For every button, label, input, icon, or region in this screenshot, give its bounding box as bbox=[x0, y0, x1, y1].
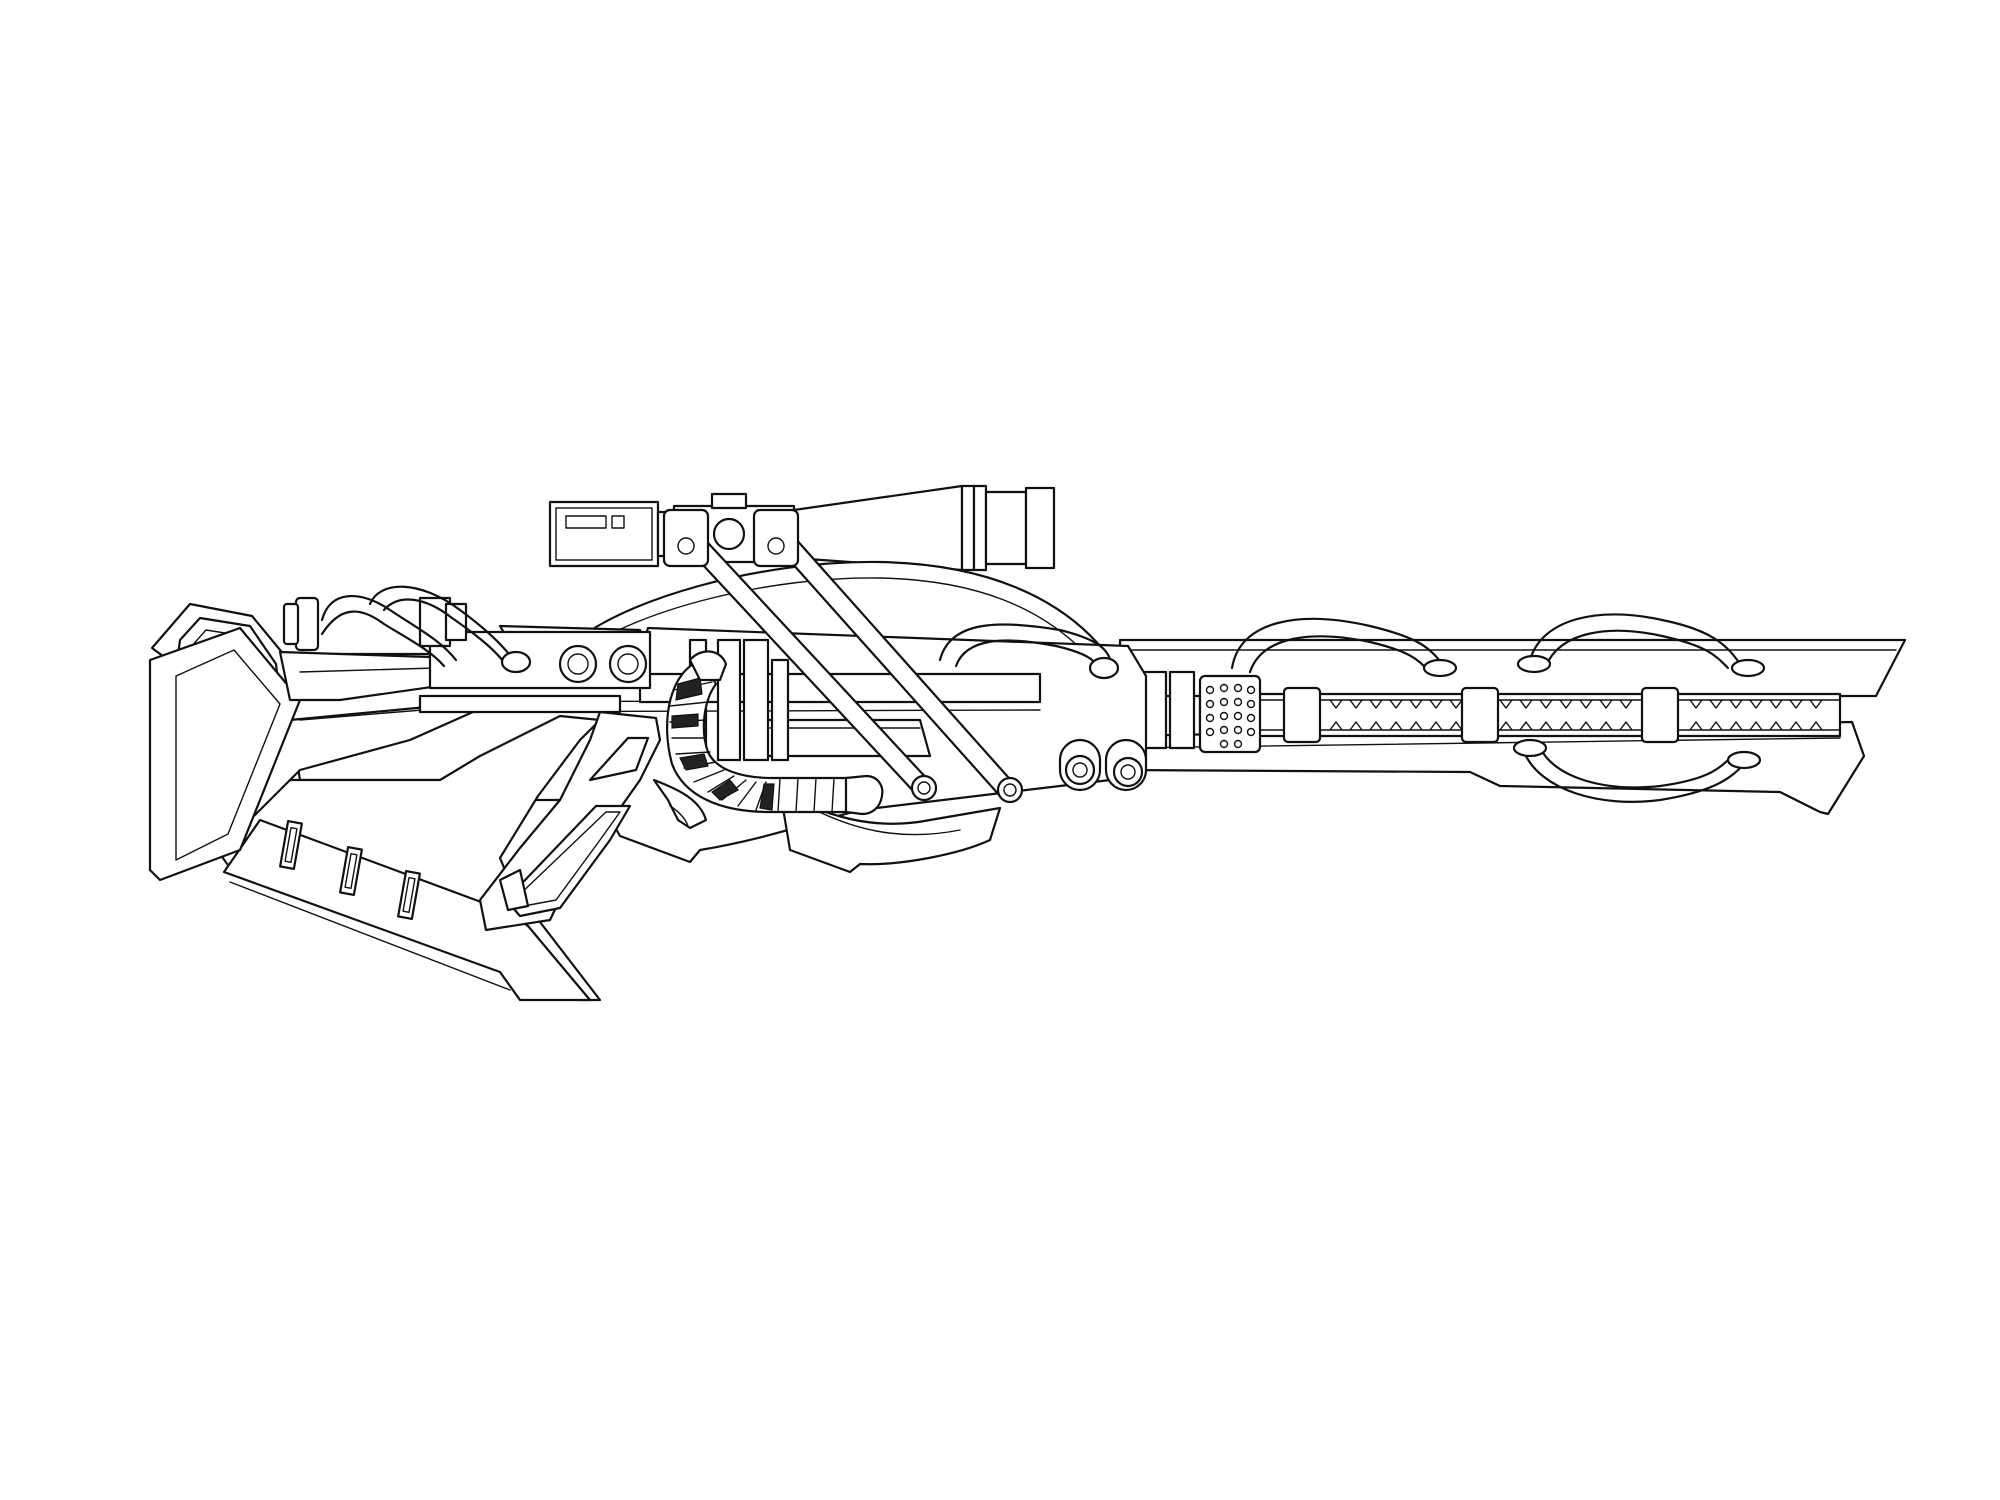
stock-slots bbox=[279, 820, 421, 920]
hose-dark-band-5 bbox=[759, 783, 775, 811]
scope-objective-cap bbox=[1024, 486, 1056, 570]
hose-top-cap bbox=[688, 650, 728, 682]
hose-top-1b bbox=[1248, 635, 1432, 674]
roller-2-face bbox=[1112, 756, 1144, 788]
rear-lower-bar bbox=[418, 694, 622, 714]
scope-ring-1 bbox=[960, 484, 976, 572]
hose-top-2-port-a bbox=[1516, 654, 1552, 674]
rear-cylinder-1 bbox=[294, 596, 320, 652]
scope-rear-button bbox=[611, 515, 625, 529]
center-plate-3 bbox=[742, 638, 770, 762]
segmented-hose bbox=[666, 650, 884, 816]
barrel-collar-1 bbox=[1282, 686, 1322, 744]
front-rollers bbox=[938, 623, 1148, 792]
front-hose-a bbox=[938, 623, 1114, 670]
hose-end-cap bbox=[844, 774, 884, 816]
hose-top-2-port-b bbox=[1730, 658, 1766, 678]
hose-bottom-port-a bbox=[1512, 738, 1548, 758]
rear-top-assembly bbox=[278, 585, 652, 714]
hose-dark-band-2 bbox=[671, 713, 699, 729]
roller-1-face bbox=[1064, 754, 1096, 786]
scope-tube bbox=[792, 484, 964, 572]
rear-cylinder-1-cap bbox=[282, 602, 300, 646]
stock-butt-plate-inner bbox=[175, 649, 281, 861]
scope-turret-top bbox=[710, 492, 748, 510]
scope-rear-window bbox=[565, 515, 607, 529]
hose-top-2a bbox=[1528, 613, 1742, 666]
hose-top-1-port bbox=[1422, 658, 1458, 678]
rear-hose-2a bbox=[368, 585, 522, 672]
scope-ring-2 bbox=[972, 484, 988, 572]
trigger-guard bbox=[652, 778, 708, 830]
hose-top-1a bbox=[1230, 617, 1446, 670]
rear-plate-bolt-1 bbox=[558, 644, 598, 684]
scope-objective bbox=[984, 490, 1028, 566]
receiver-lower-scoop bbox=[778, 788, 1002, 874]
heat-sleeve bbox=[1198, 674, 1262, 754]
rear-plate-bolt-2 bbox=[608, 644, 648, 684]
center-plate-4 bbox=[770, 658, 790, 762]
barrel-clamp-2 bbox=[1168, 670, 1196, 750]
rear-hose-1a bbox=[320, 595, 458, 662]
hose-bottom-b bbox=[1538, 746, 1730, 789]
rear-hose-2b bbox=[382, 598, 510, 670]
scope-turret-knob bbox=[712, 517, 746, 551]
center-plates bbox=[688, 638, 790, 762]
stock-butt-plate bbox=[148, 626, 302, 882]
hose-bottom-port-b bbox=[1726, 750, 1762, 770]
rear-hose-port bbox=[500, 650, 532, 674]
strut-2-bottom-pin bbox=[996, 776, 1024, 804]
barrel bbox=[1118, 638, 1907, 816]
strut-1-bottom-pin bbox=[910, 774, 938, 802]
barrel-collar-3 bbox=[1640, 686, 1680, 744]
hose-dark-band-3 bbox=[679, 753, 709, 771]
rear-hose-1b bbox=[320, 610, 446, 668]
barrel-serrations-bottom bbox=[1329, 721, 1823, 731]
barrel-hoses bbox=[1230, 613, 1766, 803]
heat-sleeve-holes bbox=[1205, 683, 1256, 749]
grip-heel bbox=[498, 868, 530, 912]
grip-upper-slot bbox=[588, 736, 650, 782]
hose-top-2b bbox=[1544, 629, 1730, 670]
front-hose-port bbox=[1088, 656, 1120, 680]
barrel-serrations-top bbox=[1329, 699, 1823, 709]
diagonal-struts bbox=[662, 508, 1024, 804]
hose-dark-band-1 bbox=[675, 677, 703, 701]
hose-bottom-a bbox=[1522, 750, 1746, 803]
hose-dark-band-4 bbox=[711, 779, 739, 801]
pistol-grip bbox=[478, 710, 708, 932]
barrel-collar-2 bbox=[1460, 686, 1500, 744]
stock-lower-line bbox=[229, 881, 511, 991]
receiver-arc-inner bbox=[587, 577, 1081, 649]
trigger bbox=[669, 805, 689, 827]
